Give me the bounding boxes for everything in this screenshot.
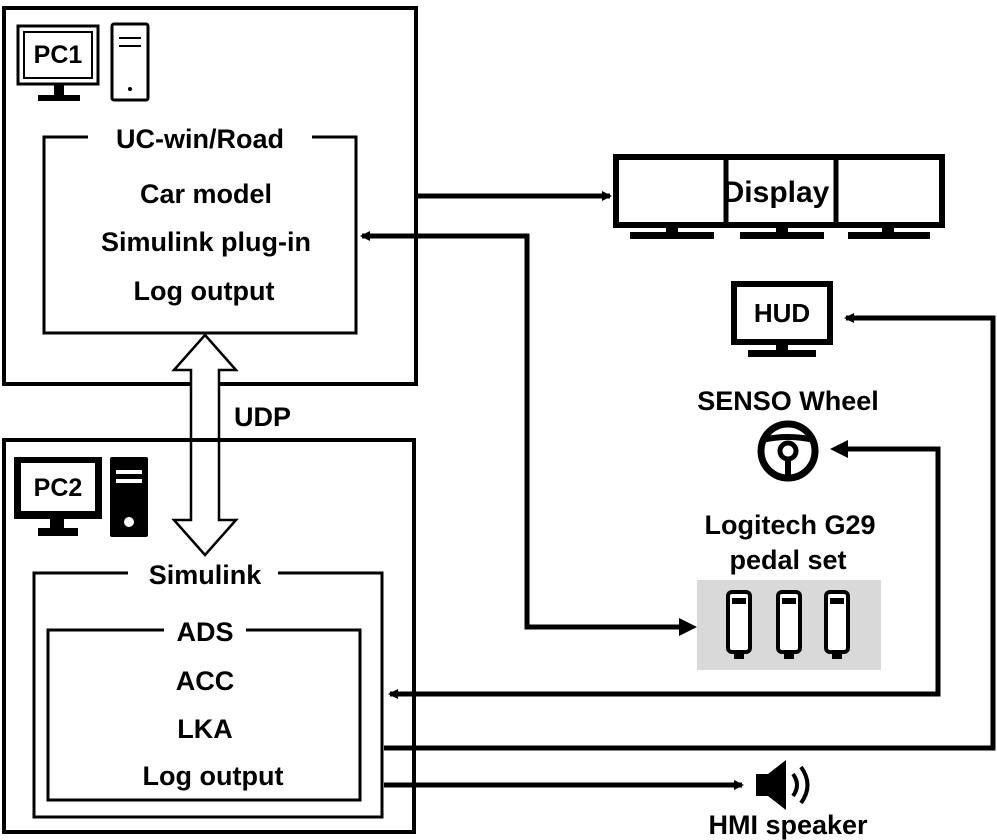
- ads-item-lka: LKA: [177, 714, 233, 744]
- pc1-item-car-model: Car model: [140, 179, 272, 209]
- arrow-pedals-to-simulink-plugin: [360, 231, 692, 630]
- arrowhead-to-pedals: [679, 618, 697, 636]
- pc2-tower-icon: [110, 457, 148, 537]
- steering-wheel-icon: [757, 420, 819, 482]
- pc2-monitor-icon: [14, 457, 102, 536]
- pedals-label-line1: Logitech G29: [704, 510, 875, 540]
- pc1-item-log-output: Log output: [134, 276, 275, 306]
- arrow-simulink-to-hud: [384, 313, 996, 751]
- display-label: Display: [723, 176, 830, 209]
- arrow-wheel-to-ads: [388, 446, 941, 699]
- display-icon: [613, 154, 945, 239]
- pc1-monitor-icon: [16, 24, 100, 101]
- pedal-icon-3: [824, 590, 850, 659]
- udp-double-arrow: [171, 333, 239, 557]
- ads-item-log-output: Log output: [143, 761, 284, 791]
- arrowhead-to-wheel: [830, 440, 848, 458]
- hud-icon: [731, 281, 833, 357]
- pedals-label-line2: pedal set: [729, 545, 846, 575]
- uc-win-road-title: UC-win/Road: [116, 124, 284, 154]
- ads-item-acc: ACC: [176, 666, 235, 696]
- pc2-label: PC2: [34, 474, 83, 502]
- hud-label: HUD: [754, 298, 810, 328]
- senso-wheel-label: SENSO Wheel: [697, 386, 879, 416]
- simulink-title: Simulink: [149, 560, 263, 590]
- pedal-icon-2: [776, 590, 802, 659]
- pc2-box: [2, 438, 416, 834]
- speaker-icon: [756, 760, 810, 810]
- udp-label: UDP: [234, 402, 291, 432]
- pc1-label: PC1: [34, 41, 83, 69]
- pedal-icon-1: [726, 590, 752, 659]
- ads-title: ADS: [176, 617, 233, 647]
- hmi-speaker-label: HMI speaker: [708, 810, 868, 840]
- pc1-tower-icon: [110, 22, 150, 102]
- pc1-item-simulink-plugin: Simulink plug-in: [101, 227, 311, 257]
